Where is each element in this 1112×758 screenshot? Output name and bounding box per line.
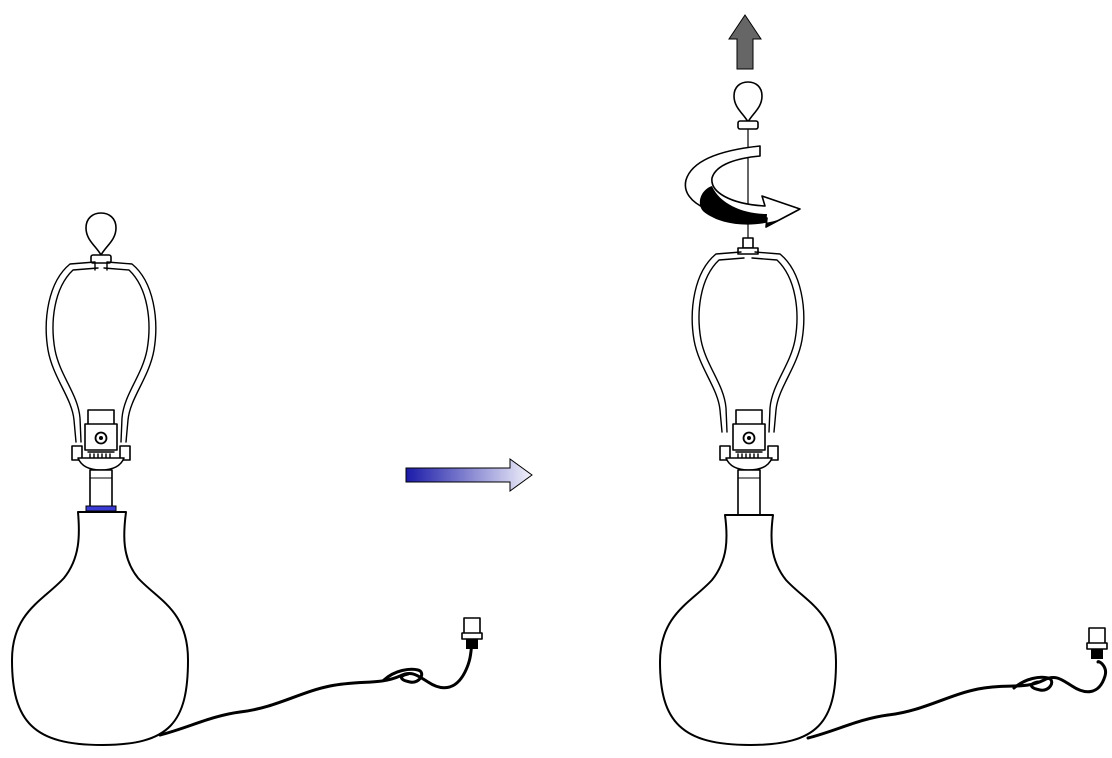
assembled-lamp [11, 212, 483, 746]
power-cord [806, 660, 1108, 740]
finial-bulb-icon [85, 212, 117, 271]
lamp-neck [85, 469, 117, 512]
remove-finial-and-bulb [659, 14, 1108, 746]
harp-icon [45, 261, 157, 443]
power-cord [158, 638, 474, 737]
lamp-neck [737, 469, 761, 516]
plug-icon [1086, 627, 1108, 659]
socket-icon [719, 409, 779, 471]
lamp-base-icon [11, 511, 189, 746]
plug-icon [461, 617, 483, 649]
harp-icon [691, 237, 805, 433]
rotate-arrow-icon [684, 145, 801, 228]
lamp-base-icon [659, 514, 837, 746]
lift-up-arrow-icon [728, 14, 762, 70]
next-step-arrow-icon [405, 458, 533, 492]
socket-icon [71, 409, 131, 471]
